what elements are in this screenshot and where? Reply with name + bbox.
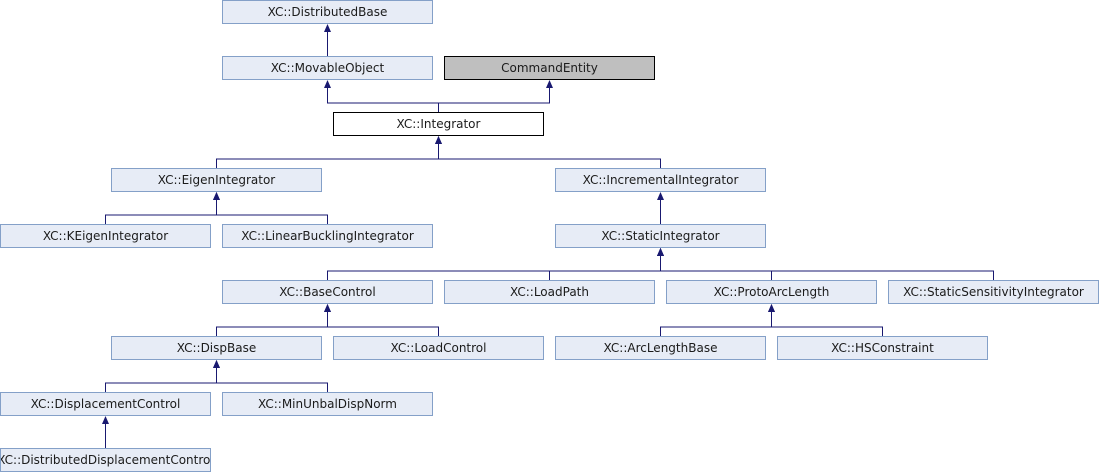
edge-keigen-integrator-to-eigen-integrator [105, 198, 217, 224]
class-node-base-control[interactable]: XC::BaseControl [222, 280, 433, 304]
arrowhead-linear-buckling-integrator-to-eigen-integrator [213, 192, 220, 200]
edge-arc-length-base-to-proto-arc-length [660, 310, 772, 336]
arrowhead-static-sensitivity-integrator-to-static-integrator [657, 248, 664, 256]
arrowhead-load-control-to-base-control [324, 304, 331, 312]
edge-proto-arc-length-to-static-integrator [660, 254, 772, 280]
class-node-static-integrator[interactable]: XC::StaticIntegrator [555, 224, 766, 248]
arrowhead-incremental-integrator-to-integrator [435, 136, 442, 144]
class-node-static-sensitivity-integrator[interactable]: XC::StaticSensitivityIntegrator [888, 280, 1099, 304]
class-node-proto-arc-length[interactable]: XC::ProtoArcLength [666, 280, 877, 304]
arrowhead-distributed-displacement-control-to-displacement-control [102, 416, 109, 424]
edge-load-path-to-static-integrator [549, 254, 661, 280]
arrowhead-min-unbal-disp-norm-to-disp-base [213, 360, 220, 368]
edge-incremental-integrator-to-integrator [438, 142, 661, 168]
arrowhead-movable-object-to-distributed-base [324, 24, 331, 32]
edge-min-unbal-disp-norm-to-disp-base [216, 366, 328, 392]
class-node-min-unbal-disp-norm[interactable]: XC::MinUnbalDispNorm [222, 392, 433, 416]
edge-displacement-control-to-disp-base [105, 366, 217, 392]
class-node-disp-base[interactable]: XC::DispBase [111, 336, 322, 360]
class-node-integrator: XC::Integrator [333, 112, 544, 136]
class-node-distributed-base[interactable]: XC::DistributedBase [222, 0, 433, 24]
class-node-incremental-integrator[interactable]: XC::IncrementalIntegrator [555, 168, 766, 192]
class-node-eigen-integrator[interactable]: XC::EigenIntegrator [111, 168, 322, 192]
edge-static-sensitivity-integrator-to-static-integrator [660, 254, 994, 280]
edge-load-control-to-base-control [327, 310, 439, 336]
edge-integrator-to-movable-object [327, 86, 439, 112]
class-node-hs-constraint[interactable]: XC::HSConstraint [777, 336, 988, 360]
class-node-keigen-integrator[interactable]: XC::KEigenIntegrator [0, 224, 211, 248]
edge-eigen-integrator-to-integrator [216, 142, 439, 168]
edge-disp-base-to-base-control [216, 310, 328, 336]
arrowhead-hs-constraint-to-proto-arc-length [768, 304, 775, 312]
class-node-command-entity[interactable]: CommandEntity [444, 56, 655, 80]
edge-hs-constraint-to-proto-arc-length [771, 310, 883, 336]
class-node-distributed-displacement-control[interactable]: XC::DistributedDisplacementControl [0, 448, 211, 472]
edge-base-control-to-static-integrator [327, 254, 661, 280]
edge-linear-buckling-integrator-to-eigen-integrator [216, 198, 328, 224]
class-node-linear-buckling-integrator[interactable]: XC::LinearBucklingIntegrator [222, 224, 433, 248]
class-node-movable-object[interactable]: XC::MovableObject [222, 56, 433, 80]
arrowhead-static-integrator-to-incremental-integrator [657, 192, 664, 200]
edge-integrator-to-command-entity [438, 86, 550, 112]
arrowhead-integrator-to-movable-object [324, 80, 331, 88]
class-node-load-control[interactable]: XC::LoadControl [333, 336, 544, 360]
class-node-load-path[interactable]: XC::LoadPath [444, 280, 655, 304]
class-node-displacement-control[interactable]: XC::DisplacementControl [0, 392, 211, 416]
arrowhead-integrator-to-command-entity [546, 80, 553, 88]
class-node-arc-length-base[interactable]: XC::ArcLengthBase [555, 336, 766, 360]
